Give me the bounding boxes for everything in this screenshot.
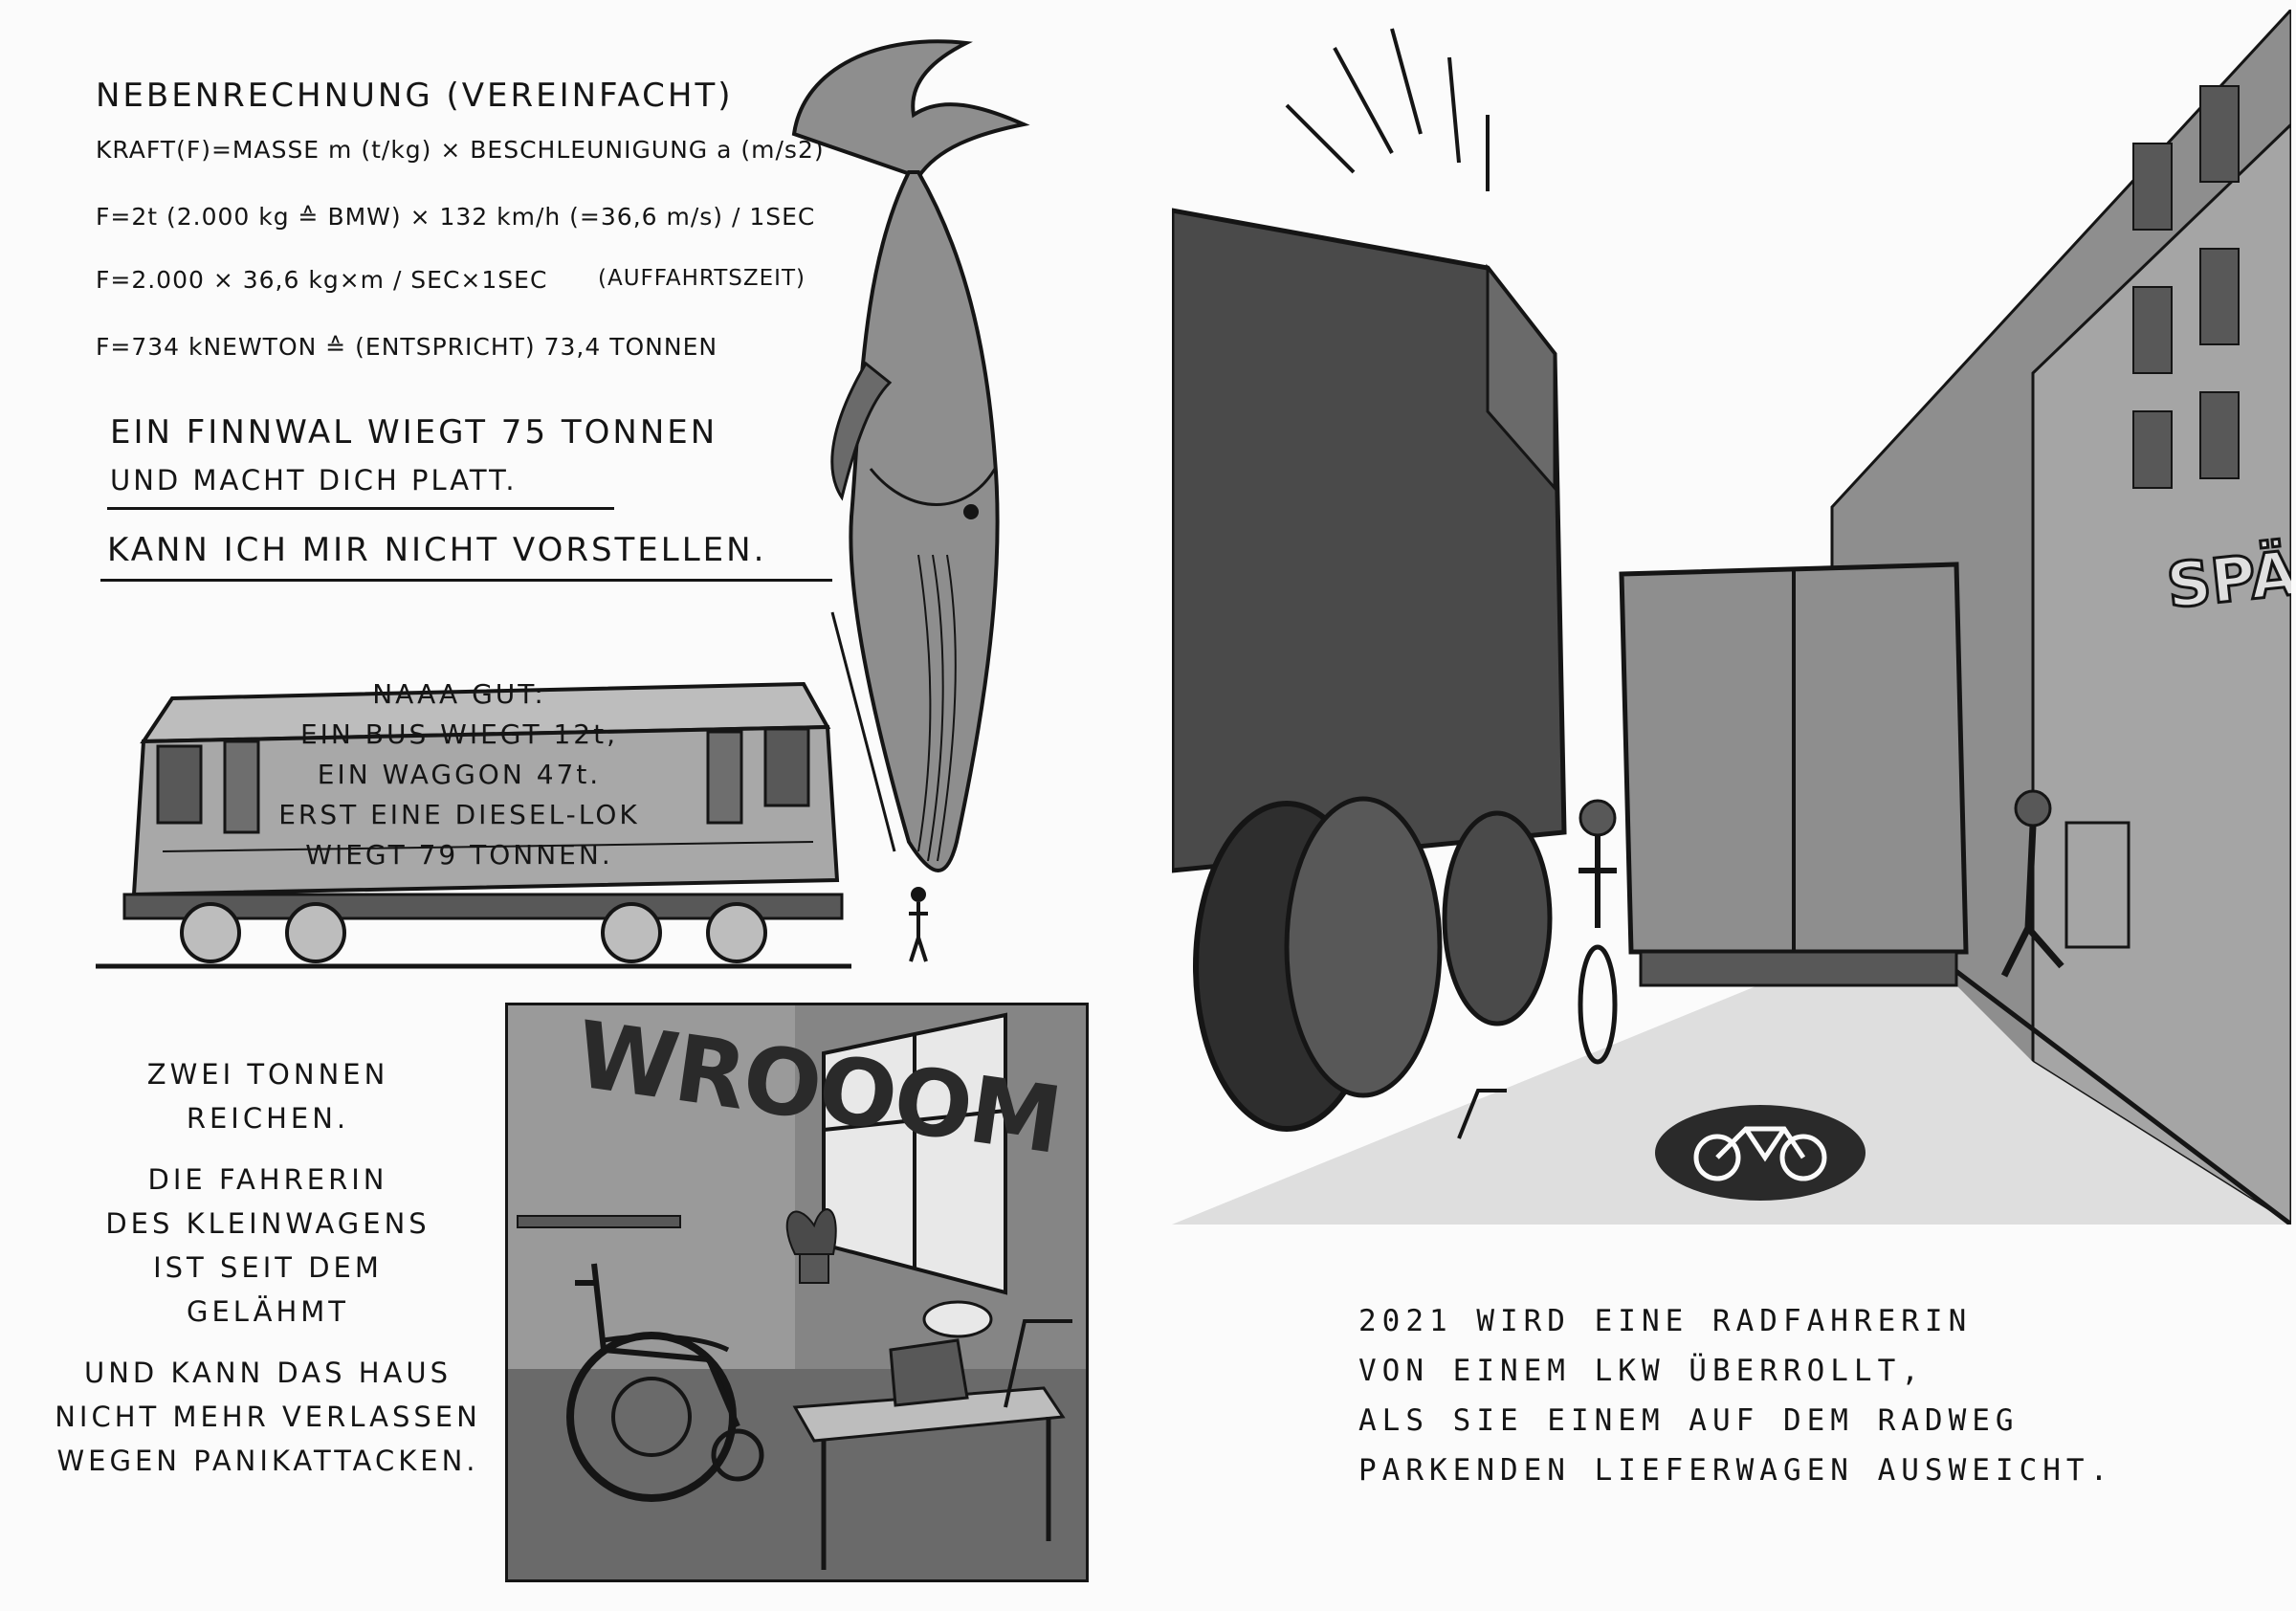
calculation-block: NEBENRECHNUNG (VEREINFACHT) KRAFT(F)=MAS… — [96, 77, 880, 383]
left-caption-line-4: DES KLEINWAGENS — [105, 1207, 430, 1240]
locomotive-text-line-2: EIN BUS WIEGT 12t, — [299, 718, 619, 750]
street-scene — [1172, 10, 2291, 1225]
locomotive-text-line-5: WIEGT 79 TONNEN. — [305, 839, 613, 871]
left-caption-line-5: IST SEIT DEM — [153, 1251, 383, 1284]
locomotive-illustration — [96, 681, 851, 969]
calculation-line-1: KRAFT(F)=MASSE m (t/kg) × BESCHLEUNIGUNG… — [96, 136, 825, 164]
room-panel: WROOOM — [505, 1003, 1089, 1582]
left-caption: ZWEI TONNEN REICHEN. DIE FAHRERIN DES KL… — [38, 1052, 497, 1483]
calculation-line-4: F=734 kNEWTON ≙ (ENTSPRICHT) 73,4 TONNEN — [96, 333, 718, 361]
whale-text-line-1: EIN FINNWAL WIEGT 75 TONNEN — [110, 413, 718, 452]
street-panel: SPÄ — [1172, 10, 2291, 1225]
left-caption-line-9: WEGEN PANIKATTACKEN. — [56, 1445, 479, 1477]
underline-2 — [100, 579, 832, 582]
locomotive-text: NAAA GUT: EIN BUS WIEGT 12t, EIN WAGGON … — [258, 674, 660, 875]
room-scene — [508, 1005, 1086, 1579]
left-caption-line-6: GELÄHMT — [187, 1295, 349, 1328]
left-caption-line-1: ZWEI TONNEN — [146, 1058, 389, 1091]
underline-1 — [107, 507, 614, 510]
calculation-title: NEBENRECHNUNG (VEREINFACHT) — [96, 77, 734, 115]
street-caption: 2021 WIRD EINE RADFAHRERIN VON EINEM LKW… — [1358, 1296, 2113, 1495]
left-caption-line-8: NICHT MEHR VERLASSEN — [55, 1401, 481, 1433]
whale-illustration — [791, 39, 1030, 962]
whale-text-line-3: KANN ICH MIR NICHT VORSTELLEN. — [107, 531, 767, 569]
calculation-line-3-note: (AUFFAHRTSZEIT) — [598, 266, 806, 291]
shop-sign: SPÄ — [2162, 538, 2291, 625]
left-caption-line-3: DIE FAHRERIN — [147, 1163, 388, 1196]
locomotive-text-line-1: NAAA GUT: — [372, 678, 546, 710]
left-caption-line-2: REICHEN. — [186, 1102, 350, 1135]
calculation-line-2: F=2t (2.000 kg ≙ BMW) × 132 km/h (=36,6 … — [96, 203, 816, 231]
street-caption-line-4: PARKENDEN LIEFERWAGEN AUSWEICHT. — [1358, 1453, 2114, 1488]
left-caption-line-7: UND KANN DAS HAUS — [84, 1357, 452, 1389]
whale-text-line-2: UND MACHT DICH PLATT. — [110, 464, 518, 497]
street-caption-line-3: ALS SIE EINEM AUF DEM RADWEG — [1358, 1403, 2020, 1438]
locomotive-text-line-3: EIN WAGGON 47t. — [317, 759, 602, 790]
calculation-line-3: F=2.000 × 36,6 kg×m / SEC×1SEC — [96, 266, 548, 294]
street-caption-line-1: 2021 WIRD EINE RADFAHRERIN — [1358, 1304, 1973, 1338]
locomotive-text-line-4: ERST EINE DIESEL-LOK — [278, 799, 640, 830]
street-caption-line-2: VON EINEM LKW ÜBERROLLT, — [1358, 1354, 1925, 1388]
